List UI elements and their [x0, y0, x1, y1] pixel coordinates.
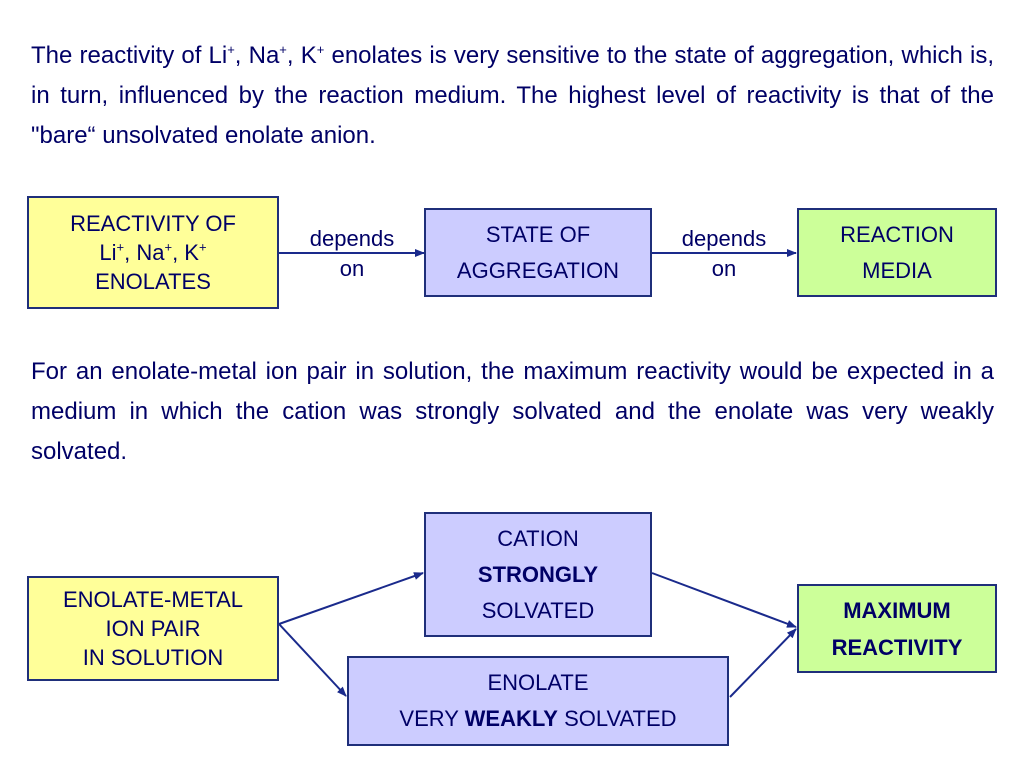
max-box-line1: MAXIMUM — [843, 592, 951, 629]
cation-box-line2: STRONGLY — [478, 557, 598, 593]
arrow-ionpair-to-cation — [278, 572, 424, 625]
intro-text-3: , K — [286, 42, 317, 69]
intro-text-2: , Na — [234, 42, 280, 69]
very-text: VERY — [399, 706, 465, 731]
weakly-text: WEAKLY — [464, 706, 558, 731]
edge-label-line2: on — [711, 256, 737, 281]
enolate-box-line1: ENOLATE — [487, 670, 589, 695]
superscript-plus: + — [116, 239, 125, 255]
intro-text-4: enolates is very sensitive to the state … — [31, 42, 994, 149]
arrow-ionpair-to-enolate — [278, 623, 347, 697]
maximum-reactivity-box: MAXIMUM REACTIVITY — [797, 584, 997, 673]
li-text: Li — [99, 240, 117, 265]
aggregation-box: STATE OF AGGREGATION — [424, 208, 652, 297]
edge-label-line1: depends — [309, 226, 395, 251]
aggregation-box-line2: AGGREGATION — [456, 257, 620, 283]
superscript-plus: + — [164, 239, 173, 255]
k-text: , K — [172, 240, 199, 265]
na-text: , Na — [124, 240, 165, 265]
media-box-line2: MEDIA — [862, 257, 932, 283]
intro-text-1: The reactivity of Li — [31, 42, 228, 69]
ion-pair-box-line1: ENOLATE-METAL — [62, 587, 244, 612]
arrow-cation-to-max — [651, 572, 797, 628]
media-box-line1: REACTION — [840, 221, 954, 247]
reactivity-text: REACTIVITY — [831, 634, 963, 660]
cation-box-line1: CATION — [497, 525, 579, 551]
reaction-media-box: REACTION MEDIA — [797, 208, 997, 297]
enolate-box: ENOLATE VERY WEAKLY SOLVATED — [347, 656, 729, 746]
ion-pair-box-line3: IN SOLUTION — [82, 645, 224, 670]
ion-pair-box-line2: ION PAIR — [105, 616, 201, 641]
edge-label-depends-on-1: depends on — [296, 224, 408, 284]
strongly-text: STRONGLY — [477, 561, 599, 587]
superscript-plus: + — [316, 42, 325, 57]
max-box-line2: REACTIVITY — [832, 629, 963, 666]
superscript-plus: + — [227, 42, 235, 57]
cation-box: CATION STRONGLY SOLVATED — [424, 512, 652, 637]
superscript-plus: + — [279, 42, 287, 57]
reactivity-box-line3: ENOLATES — [95, 269, 211, 294]
maximum-text: MAXIMUM — [843, 597, 951, 623]
intro-paragraph: The reactivity of Li+, Na+, K+ enolates … — [31, 36, 994, 156]
edge-label-depends-on-2: depends on — [668, 224, 780, 284]
reactivity-box: REACTIVITY OF Li+, Na+, K+ ENOLATES — [27, 196, 279, 309]
arrow-enolate-to-max — [729, 628, 797, 698]
aggregation-box-line1: STATE OF — [485, 221, 591, 247]
explanation-paragraph: For an enolate-metal ion pair in solutio… — [31, 358, 994, 465]
edge-label-line2: on — [339, 256, 365, 281]
cation-box-line3: SOLVATED — [481, 597, 595, 623]
superscript-plus: + — [198, 239, 207, 255]
reactivity-box-line2: Li+, Na+, K+ — [99, 238, 206, 267]
solvated-text: SOLVATED — [557, 706, 677, 731]
reactivity-box-line1: REACTIVITY OF — [70, 211, 236, 236]
enolate-box-line2: VERY WEAKLY SOLVATED — [399, 701, 676, 737]
edge-label-line1: depends — [681, 226, 767, 251]
ion-pair-box: ENOLATE-METAL ION PAIR IN SOLUTION — [27, 576, 279, 681]
